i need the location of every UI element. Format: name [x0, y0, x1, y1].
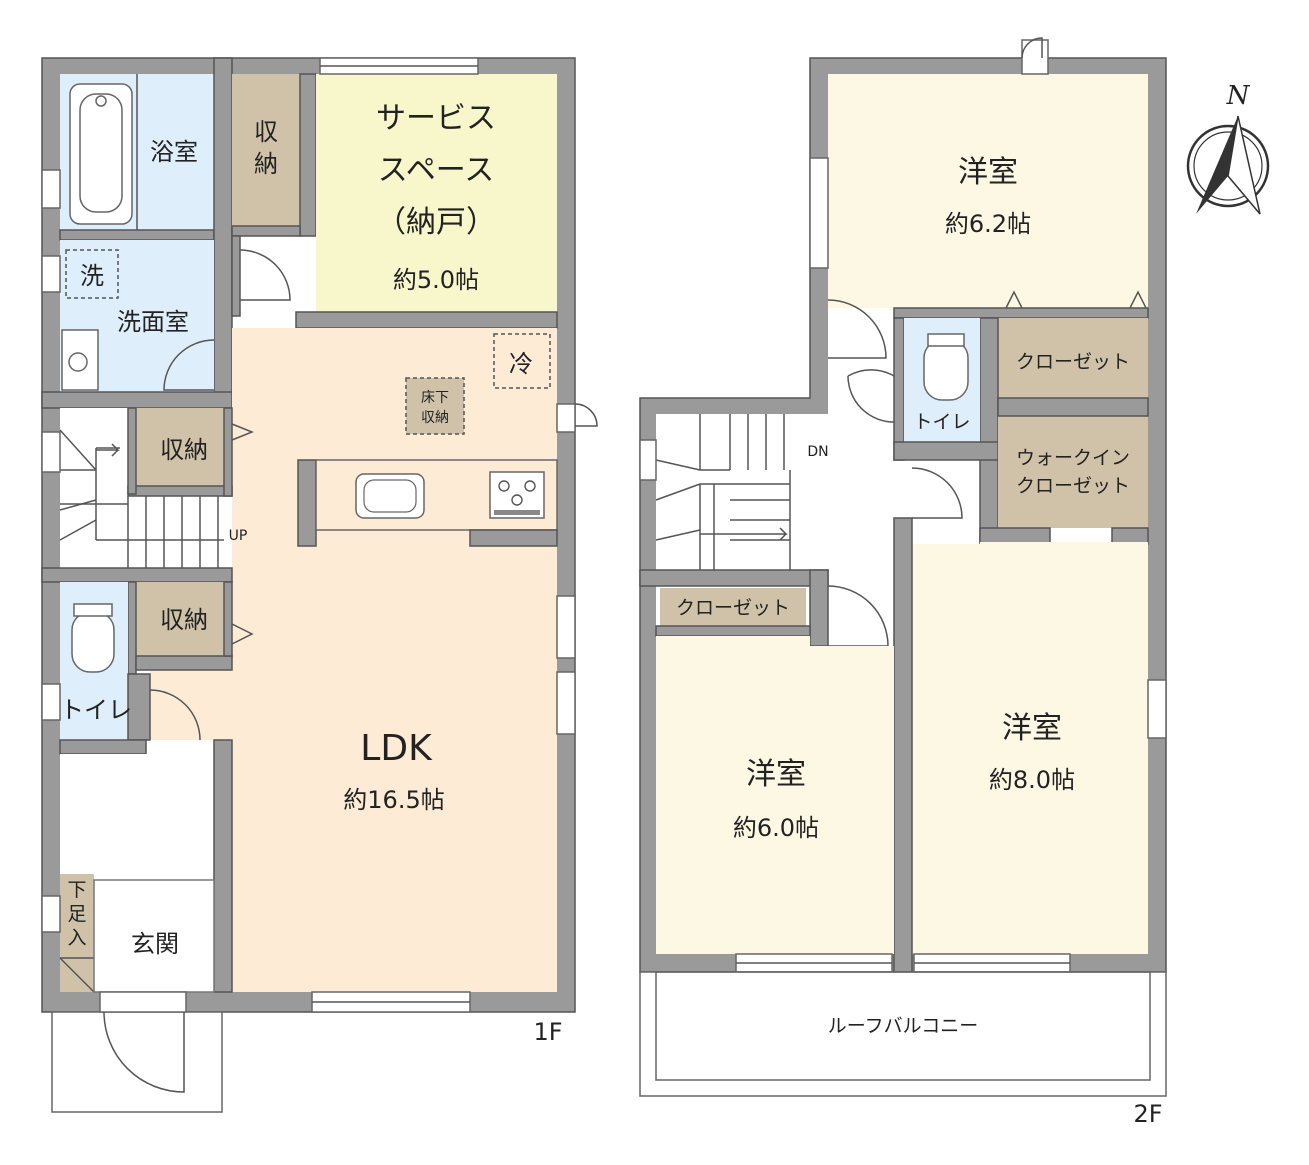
closet-1 — [998, 318, 1148, 398]
label-washer: 洗 — [80, 262, 104, 290]
label-room1: 洋室 — [958, 155, 1018, 190]
compass-north-label: N — [1226, 81, 1251, 111]
label-closet1: クローゼット — [1016, 351, 1130, 373]
label-dn: DN — [807, 444, 828, 460]
label-room3-size: 約8.0帖 — [989, 766, 1075, 794]
label-room2-size: 約6.0帖 — [733, 814, 819, 842]
label-1f: 1F — [533, 1018, 562, 1046]
label-ldk-size: 約16.5帖 — [343, 786, 444, 814]
balcony-door-top[interactable] — [1021, 37, 1043, 59]
kitchen-door[interactable] — [574, 403, 598, 427]
storage-a — [232, 74, 300, 226]
walk-in-closet — [998, 416, 1148, 528]
label-service-size: 約5.0帖 — [393, 266, 479, 294]
label-wic-2: クローゼット — [1016, 475, 1130, 497]
label-2f: 2F — [1133, 1100, 1162, 1128]
roof-balcony — [639, 971, 1167, 1097]
storage-b — [130, 408, 224, 494]
label-bath: 浴室 — [150, 138, 198, 166]
window-ldk-2 — [556, 671, 576, 735]
label-fridge: 冷 — [509, 350, 533, 378]
label-washroom: 洗面室 — [117, 308, 189, 336]
compass-icon: N — [1186, 81, 1270, 215]
window-room1 — [809, 157, 829, 269]
label-room1-size: 約6.2帖 — [945, 210, 1031, 238]
bathtub-icon — [69, 83, 133, 225]
window-stairs-2f — [639, 439, 657, 481]
room2-door[interactable] — [827, 585, 889, 647]
shoe-cabinet — [60, 874, 94, 992]
porch — [51, 1011, 223, 1113]
label-wic-1: ウォークイン — [1016, 447, 1130, 469]
room-2 — [656, 646, 894, 954]
window-wash — [41, 255, 61, 293]
window-bath — [41, 169, 61, 209]
label-service-2: スペース — [378, 153, 494, 188]
wash-door[interactable] — [163, 339, 215, 391]
label-balcony: ルーフバルコニー — [828, 1015, 978, 1037]
label-closet2: クローゼット — [676, 597, 790, 619]
underfloor-storage — [405, 377, 465, 435]
service-space — [316, 74, 557, 312]
front-door[interactable] — [103, 1011, 185, 1093]
label-up: UP — [229, 528, 248, 544]
label-ldk: LDK — [360, 728, 433, 769]
window-room3 — [1147, 679, 1167, 739]
label-toilet-2f: トイレ — [913, 411, 970, 433]
floor-1: 浴室 洗面室 洗 収 納 サービス スペース （納戸） 約5.0帖 冷 床下 収… — [41, 57, 598, 1113]
label-shoe-2: 足 — [67, 903, 86, 925]
label-storage-a-2: 納 — [254, 150, 278, 178]
toilet-icon-1f — [71, 611, 115, 673]
room3-door[interactable] — [911, 467, 963, 519]
label-entrance: 玄関 — [131, 930, 179, 958]
entrance — [93, 879, 215, 993]
label-shoe-3: 入 — [67, 927, 86, 949]
washbasin-icon — [61, 329, 99, 391]
closet-2 — [660, 588, 806, 626]
service-door[interactable] — [239, 249, 291, 301]
fridge-space — [493, 333, 551, 389]
label-service-3: （納戸） — [376, 205, 496, 240]
label-room2: 洋室 — [746, 757, 806, 792]
washer-space — [65, 249, 119, 299]
label-storage-c: 収納 — [160, 606, 208, 634]
label-toilet-1f: トイレ — [60, 696, 132, 724]
floor-2: 洋室 約6.2帖 クローゼット トイレ ウォークイン クローゼット DN クロー… — [639, 37, 1167, 1128]
window-entrance — [41, 895, 61, 933]
label-underfloor-1: 床下 — [421, 390, 449, 406]
window-toilet — [41, 683, 61, 721]
sink-icon — [355, 473, 425, 519]
label-service-1: サービス — [376, 101, 496, 136]
label-underfloor-2: 収納 — [421, 410, 449, 426]
label-shoe-1: 下 — [67, 879, 86, 901]
window-ldk-1 — [556, 595, 576, 659]
label-room3: 洋室 — [1002, 711, 1062, 746]
room-1 — [828, 74, 1148, 308]
toilet-icon-2f — [923, 339, 969, 401]
storage-c — [136, 582, 224, 656]
room1-door[interactable] — [827, 299, 887, 359]
room-3 — [912, 544, 1148, 954]
toilet-door-1f[interactable] — [149, 689, 201, 741]
label-storage-b: 収納 — [160, 436, 208, 464]
toilet-door-2f[interactable] — [847, 369, 895, 423]
window-stairs — [41, 431, 61, 473]
label-storage-a-1: 収 — [254, 118, 278, 146]
